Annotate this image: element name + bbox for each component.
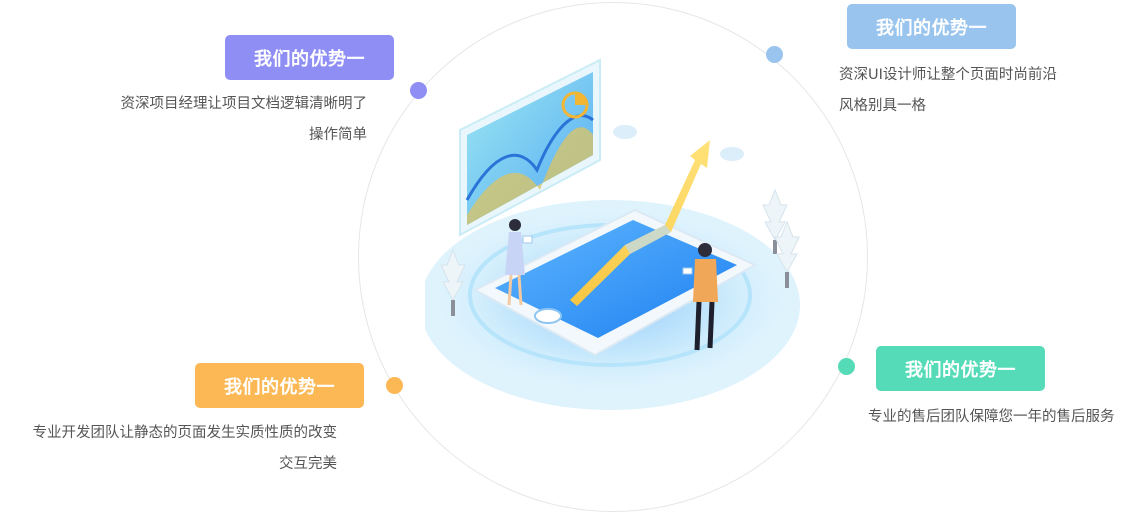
advantage-1-description: 资深项目经理让项目文档逻辑清晰明了 操作简单 [121,89,368,151]
marker-dot-3 [386,377,403,394]
growth-arrow-icon [570,140,710,306]
advantage-4-description: 专业的售后团队保障您一年的售后服务 [868,402,1115,433]
advantage-3-description: 专业开发团队让静态的页面发生实质性质的改变 交互完美 [33,418,338,480]
decorative-circle [358,2,868,512]
advantage-1-line-1: 资深项目经理让项目文档逻辑清晰明了 [120,96,368,112]
chart-panel-area-wave [467,127,593,225]
cloud-icon [720,147,744,161]
marker-dot-2 [766,46,783,63]
pie-chart-slice-icon [575,93,587,105]
woman-tablet-device [522,235,533,244]
tablet-growth-chart-illustration [425,58,800,410]
advantage-3-title: 我们的优势一 [195,363,364,408]
woman-body [505,232,525,275]
advantage-3-line-2: 交互完美 [279,456,337,472]
advantage-4-line-1: 专业的售后团队保障您一年的售后服务 [868,409,1115,425]
growth-arrow-shadow [625,225,671,254]
woman-leg [507,274,513,306]
tree-trunk [773,240,777,254]
marker-dot-1 [410,82,427,99]
man-body [693,259,718,302]
advantage-2-description: 资深UI设计师让整个页面时尚前沿 风格别具一格 [839,60,1057,122]
marker-dot-4 [838,358,855,375]
tablet-screen [495,220,737,338]
man-leg [694,301,702,351]
advantage-1-line-2: 操作简单 [309,127,367,143]
advantage-1-title: 我们的优势一 [225,35,394,80]
man-head [698,243,712,257]
tree-icon [774,220,800,274]
advantage-2-line-2: 风格别具一格 [839,98,926,114]
tree-trunk [785,272,789,288]
woman-leg [517,274,523,306]
cloud-icon [613,125,637,139]
tree-trunk [451,300,455,316]
advantage-2-title: 我们的优势一 [847,4,1016,49]
tree-icon [440,248,466,302]
tree-icon [762,188,788,242]
advantage-2-line-1: 资深UI设计师让整个页面时尚前沿 [839,67,1057,83]
man-leg [707,301,715,349]
man-phone-device [682,267,693,275]
woman-head [509,219,521,231]
tablet-home-button [534,308,562,324]
advantage-3-line-1: 专业开发团队让静态的页面发生实质性质的改变 [32,425,338,441]
advantage-4-title: 我们的优势一 [876,346,1045,391]
